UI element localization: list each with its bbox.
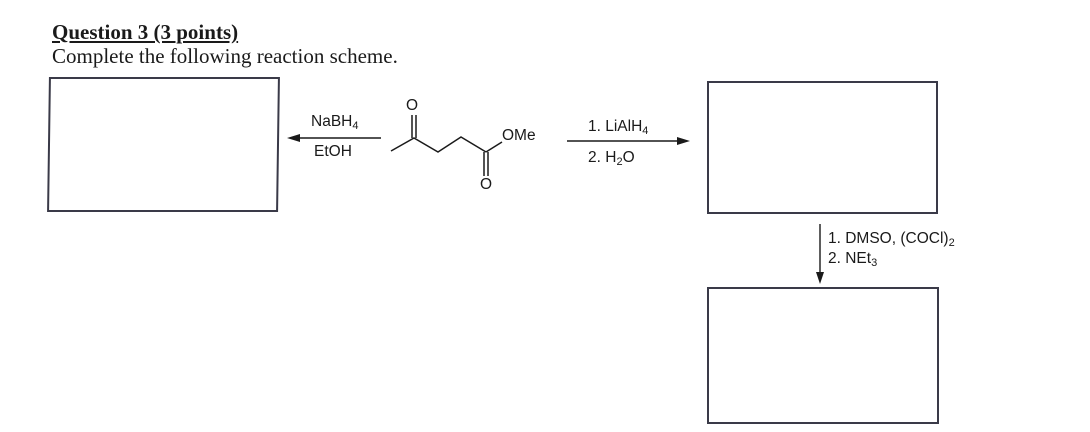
water-subscript: 2	[616, 156, 623, 168]
net3-text: 2. NEt	[828, 250, 872, 267]
nabh4-reagent: NaBH4	[311, 113, 359, 132]
down-reaction-arrow	[816, 224, 824, 284]
nabh4-text: NaBH	[311, 113, 353, 130]
answer-box-lialh4-product[interactable]	[707, 81, 938, 214]
lialh4-text: 1. LiAlH	[588, 118, 643, 135]
starting-material-structure	[390, 115, 503, 176]
right-reaction-arrow	[567, 137, 690, 145]
question-title: Question 3 (3 points)	[52, 20, 239, 44]
dmso-text: 1. DMSO, (COCl)	[828, 230, 949, 247]
dmso-oxalyl-chloride-reagent: 1. DMSO, (COCl)2	[828, 230, 955, 249]
water-text-prefix: 2. H	[588, 149, 617, 166]
nabh4-subscript: 4	[352, 120, 359, 132]
question-prompt: Complete the following reaction scheme.	[52, 44, 398, 68]
methoxy-label: OMe	[502, 127, 536, 144]
ketone-oxygen-label: O	[406, 97, 419, 114]
net3-subscript: 3	[871, 257, 878, 269]
lialh4-reagent: 1. LiAlH4	[588, 118, 649, 137]
left-reaction-arrow	[287, 134, 381, 142]
water-workup: 2. H2O	[588, 149, 635, 168]
triethylamine-reagent: 2. NEt3	[828, 250, 878, 269]
lialh4-subscript: 4	[642, 125, 649, 137]
water-text-suffix: O	[622, 149, 635, 166]
ester-oxygen-label: O	[480, 176, 493, 193]
etoh-solvent: EtOH	[314, 143, 352, 160]
cocl2-subscript: 2	[948, 237, 955, 249]
answer-box-swern-product[interactable]	[707, 287, 939, 424]
